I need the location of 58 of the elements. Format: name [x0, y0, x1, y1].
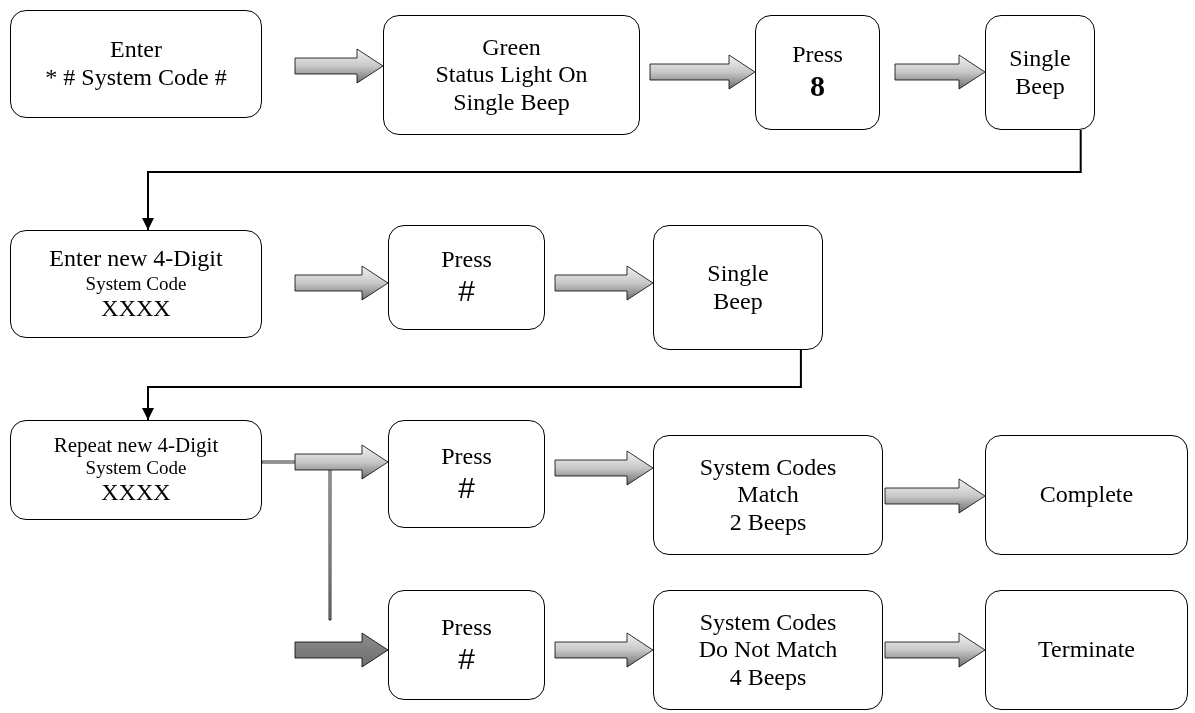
- box-text: System Code: [85, 457, 187, 480]
- box-text: #: [458, 470, 475, 506]
- process-box: [388, 590, 545, 700]
- box-text: XXXX: [101, 294, 171, 323]
- box-text: #: [458, 641, 475, 677]
- process-box: [755, 15, 880, 130]
- box-text: #: [458, 274, 475, 309]
- box-text: 8: [810, 69, 825, 104]
- block-arrow: [554, 265, 654, 301]
- block-arrow: [294, 265, 389, 301]
- box-text: Complete: [1039, 481, 1134, 509]
- box-text: Beep: [713, 287, 763, 316]
- block-arrow: [554, 632, 654, 668]
- arrow: [142, 129, 1082, 231]
- box-text: Beep: [1015, 72, 1065, 101]
- process-box: [653, 435, 883, 555]
- process-box: [985, 15, 1095, 130]
- box-text: Press: [792, 41, 843, 70]
- box-text: Enter new 4-Digit: [49, 245, 223, 274]
- process-box: [10, 10, 262, 118]
- box-text: 2 Beeps: [729, 508, 807, 537]
- block-arrow: [884, 478, 986, 514]
- process-box: [10, 420, 262, 520]
- box-text: 4 Beeps: [729, 663, 807, 692]
- process-box: [653, 590, 883, 710]
- box-text: Match: [737, 481, 799, 509]
- process-box: [388, 225, 545, 330]
- process-box: [985, 590, 1188, 710]
- block-arrow: [884, 632, 986, 668]
- box-text: Press: [441, 246, 492, 275]
- box-text: Repeat new 4-Digit: [53, 433, 219, 458]
- block-arrow: [294, 48, 384, 84]
- box-text: Single: [1009, 44, 1071, 73]
- box-text: System Code: [85, 273, 187, 295]
- box-text: System Codes: [699, 608, 837, 637]
- box-text: Do Not Match: [698, 636, 838, 664]
- arrow: [142, 349, 802, 421]
- box-text: Single Beep: [453, 88, 570, 117]
- box-text: Press: [441, 613, 492, 642]
- process-box: [10, 230, 262, 338]
- box-text: Single: [707, 259, 769, 288]
- process-box: [383, 15, 640, 135]
- box-text: System Codes: [699, 453, 837, 482]
- process-box: [985, 435, 1188, 555]
- block-arrow: [894, 54, 986, 90]
- process-box: [388, 420, 545, 528]
- block-arrow: [261, 460, 389, 668]
- box-text: Enter: [110, 36, 162, 64]
- box-text: * # System Code #: [45, 64, 227, 92]
- block-arrow: [649, 54, 756, 90]
- process-box: [653, 225, 823, 350]
- box-text: Status Light On: [435, 61, 588, 89]
- box-text: Green: [482, 33, 541, 62]
- box-text: XXXX: [101, 479, 171, 507]
- box-text: Terminate: [1038, 636, 1135, 664]
- block-arrow: [294, 444, 389, 480]
- block-arrow: [554, 450, 654, 486]
- box-text: Press: [441, 442, 492, 471]
